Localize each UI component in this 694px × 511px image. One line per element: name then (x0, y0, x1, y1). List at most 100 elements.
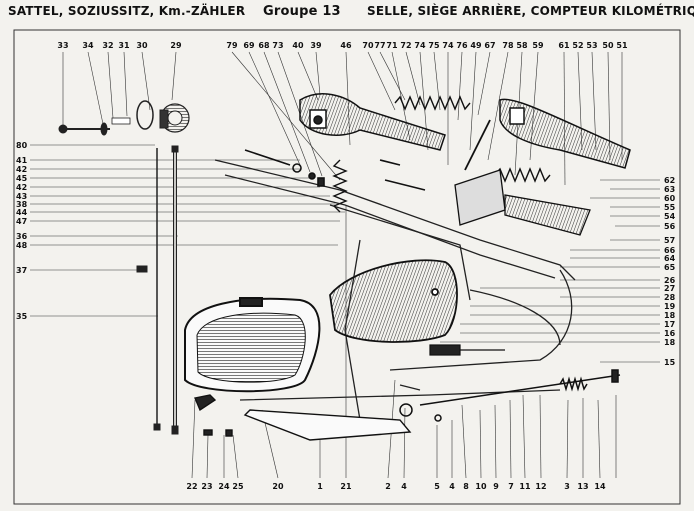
part-label: 8 (463, 482, 469, 491)
part-label: 22 (186, 482, 198, 491)
part-label: 74 (414, 41, 426, 50)
part-label: 51 (616, 41, 628, 50)
part-label: 65 (664, 263, 676, 272)
part-label: 59 (532, 41, 544, 50)
leader-lines (30, 51, 660, 479)
part-label: 37 (16, 266, 28, 275)
part-label: 27 (664, 284, 676, 293)
part-label: 42 (16, 183, 28, 192)
part-label: 1 (317, 482, 323, 491)
part-label: 77 (374, 41, 386, 50)
frame-rail (214, 159, 576, 421)
part-label: 74 (442, 41, 454, 50)
part-label: 61 (558, 41, 570, 50)
part-label: 80 (16, 141, 28, 150)
left-toolbox (184, 297, 321, 393)
part-label: 73 (272, 41, 284, 50)
saddle-springs (332, 95, 551, 213)
part-label: 11 (519, 482, 531, 491)
part-label: 30 (136, 41, 148, 50)
part-label: 38 (16, 200, 28, 209)
speedometer (136, 100, 190, 133)
part-label: 54 (664, 212, 676, 221)
part-label: 60 (664, 194, 676, 203)
bolts (244, 149, 426, 191)
part-label: 79 (226, 41, 238, 50)
part-label: 71 (386, 41, 398, 50)
part-label: 52 (572, 41, 584, 50)
pillion-seat (499, 98, 631, 169)
part-label: 78 (502, 41, 514, 50)
part-label: 66 (664, 246, 676, 255)
part-label: 56 (664, 222, 676, 231)
part-label: 4 (449, 482, 455, 491)
part-label: 42 (16, 165, 28, 174)
part-label: 5 (434, 482, 440, 491)
part-label: 20 (272, 482, 284, 491)
part-label: 19 (664, 302, 676, 311)
part-label: 23 (201, 482, 213, 491)
part-label: 32 (102, 41, 114, 50)
part-label: 34 (82, 41, 94, 50)
part-label: 21 (340, 482, 352, 491)
drawing-frame (13, 29, 681, 505)
part-label: 15 (664, 358, 676, 367)
part-label: 29 (170, 41, 182, 50)
brake-rod (399, 369, 621, 422)
part-label: 76 (456, 41, 468, 50)
part-label: 13 (577, 482, 589, 491)
part-label: 26 (664, 276, 676, 285)
part-label: 35 (16, 312, 28, 321)
part-label: 18 (664, 311, 676, 320)
brake-pedal (194, 394, 412, 441)
part-label: 49 (470, 41, 482, 50)
part-label: 46 (340, 41, 352, 50)
part-label: 33 (57, 41, 69, 50)
part-label: 25 (232, 482, 244, 491)
speedometer-cable (136, 145, 179, 435)
part-label: 63 (664, 185, 676, 194)
part-label: 7 (508, 482, 514, 491)
part-label: 69 (243, 41, 255, 50)
part-label: 39 (310, 41, 322, 50)
part-label: 9 (493, 482, 499, 491)
part-label: 75 (428, 41, 440, 50)
part-label: 12 (535, 482, 547, 491)
part-label: 57 (664, 236, 676, 245)
right-toolbox (329, 259, 458, 343)
drive-shaft (58, 117, 131, 136)
part-label: 17 (664, 320, 676, 329)
part-label: 44 (16, 208, 28, 217)
part-label: 40 (292, 41, 304, 50)
header-left-title: SATTEL, SOZIUSSITZ, Km.-ZÄHLER (8, 4, 246, 18)
header-right-title: SELLE, SIÈGE ARRIÈRE, COMPTEUR KILOMÉTRI… (367, 4, 694, 18)
part-label: 2 (385, 482, 391, 491)
part-label: 55 (664, 203, 676, 212)
header-group-title: Groupe 13 (263, 4, 341, 19)
part-label: 31 (118, 41, 130, 50)
part-label: 50 (602, 41, 614, 50)
part-label: 64 (664, 254, 676, 263)
part-label: 70 (362, 41, 374, 50)
part-label: 24 (218, 482, 230, 491)
part-label: 48 (16, 241, 28, 250)
part-label: 72 (400, 41, 412, 50)
part-label: 4 (401, 482, 407, 491)
part-label: 3 (564, 482, 570, 491)
part-label: 36 (16, 232, 28, 241)
part-label: 10 (475, 482, 487, 491)
part-label: 18 (664, 338, 676, 347)
part-label: 16 (664, 329, 676, 338)
part-label: 68 (258, 41, 270, 50)
part-label: 45 (16, 174, 28, 183)
brake-cable-fitting (429, 344, 505, 356)
part-label: 53 (586, 41, 598, 50)
part-label: 41 (16, 156, 28, 165)
front-saddle (299, 93, 446, 151)
part-label: 43 (16, 192, 28, 201)
part-label: 14 (594, 482, 606, 491)
seat-bracket (454, 119, 591, 236)
part-label: 67 (484, 41, 496, 50)
part-label: 58 (516, 41, 528, 50)
